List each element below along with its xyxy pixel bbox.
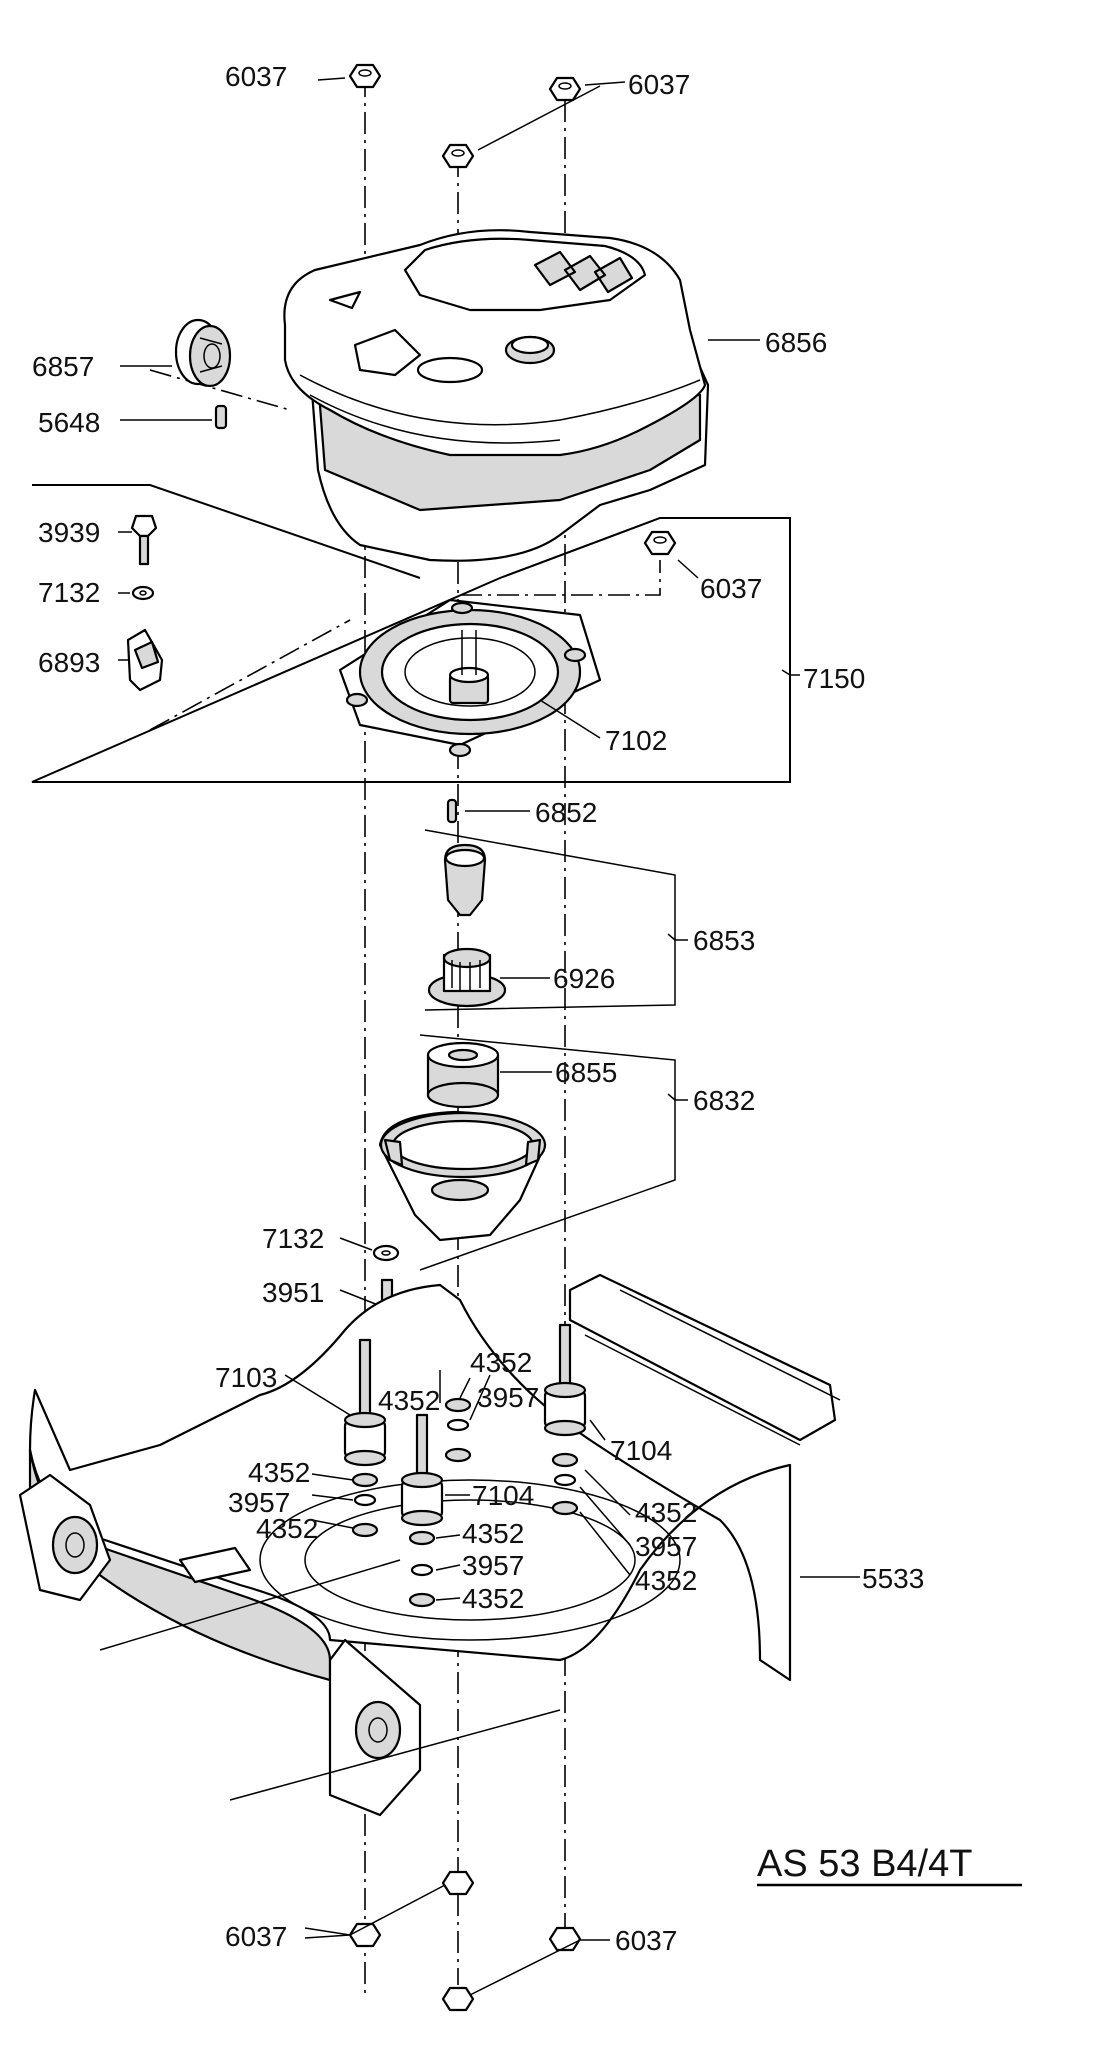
label-7150: 7150 — [803, 663, 865, 694]
label-7103: 7103 — [215, 1362, 277, 1393]
starter-pulley-6857 — [174, 318, 232, 388]
washer-7132-low — [372, 1244, 400, 1262]
label-3951: 3951 — [262, 1277, 324, 1308]
label-6856: 6856 — [765, 327, 827, 358]
part-labels: 6037 6037 6856 6857 5648 3939 7132 6037 … — [32, 61, 924, 1956]
label-4352: 4352 — [378, 1385, 440, 1416]
nut-6037-top-left — [348, 63, 382, 89]
label-6037: 6037 — [225, 1921, 287, 1952]
label-5648: 5648 — [38, 407, 100, 438]
pin-5648 — [214, 404, 228, 430]
stud-7103 — [343, 1338, 387, 1467]
label-4352: 4352 — [635, 1565, 697, 1596]
label-3957: 3957 — [462, 1550, 524, 1581]
label-6926: 6926 — [553, 963, 615, 994]
label-6853: 6853 — [693, 925, 755, 956]
label-4352: 4352 — [462, 1518, 524, 1549]
engine-6856 — [283, 229, 710, 562]
bracket-6893 — [126, 628, 164, 692]
label-4352: 4352 — [470, 1347, 532, 1378]
nut-6037-bottom-center — [441, 1870, 475, 1896]
label-4352: 4352 — [635, 1497, 697, 1528]
model-title: AS 53 B4/4T — [757, 1843, 1022, 1887]
label-5533: 5533 — [862, 1563, 924, 1594]
label-6037: 6037 — [700, 573, 762, 604]
assembly-box-7150 — [31, 484, 800, 783]
label-6037: 6037 — [225, 61, 287, 92]
label-4352: 4352 — [256, 1513, 318, 1544]
pin-6852 — [446, 798, 458, 824]
label-3939: 3939 — [38, 517, 100, 548]
nut-6037-mid — [643, 530, 677, 556]
label-6037: 6037 — [615, 1925, 677, 1956]
label-7132: 7132 — [262, 1223, 324, 1254]
label-4352: 4352 — [248, 1457, 310, 1488]
label-7104: 7104 — [610, 1435, 672, 1466]
label-6857: 6857 — [32, 351, 94, 382]
housing-6832 — [378, 1110, 547, 1242]
label-6037: 6037 — [628, 69, 690, 100]
label-6852: 6852 — [535, 797, 597, 828]
nut-6037-bottom-lowest — [441, 1986, 475, 2012]
stud-7104-right — [543, 1323, 587, 1437]
label-7102: 7102 — [605, 725, 667, 756]
label-3957: 3957 — [635, 1531, 697, 1562]
label-6893: 6893 — [38, 647, 100, 678]
nut-6037-top-center — [441, 143, 475, 169]
spacer-6855 — [426, 1041, 500, 1109]
label-3957: 3957 — [228, 1487, 290, 1518]
label-7104: 7104 — [472, 1480, 534, 1511]
nut-6037-top-right — [548, 76, 582, 102]
label-6855: 6855 — [555, 1057, 617, 1088]
mower-deck-5533 — [18, 1273, 841, 1817]
adapter-6853 — [443, 843, 487, 917]
label-6832: 6832 — [693, 1085, 755, 1116]
mount-plate-7102 — [338, 598, 602, 758]
label-3957: 3957 — [477, 1382, 539, 1413]
fasteners — [351, 1397, 579, 1608]
model-name: AS 53 B4/4T — [757, 1843, 972, 1885]
bushing-6926 — [427, 947, 507, 1008]
label-4352: 4352 — [462, 1583, 524, 1614]
bolt-3939 — [130, 514, 158, 566]
stud-7104-center — [400, 1413, 444, 1527]
washer-7132-top — [131, 585, 155, 601]
label-7132: 7132 — [38, 577, 100, 608]
